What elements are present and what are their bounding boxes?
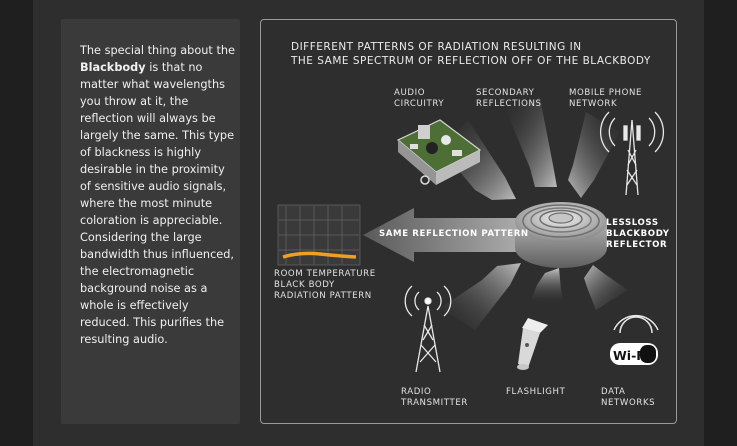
description-body: is that no matter what wavelengths you t… [80, 61, 235, 346]
blackbody-reflector-label: LESSLOSS BLACKBODY REFLECTOR [606, 218, 670, 250]
room-temperature-graph [277, 204, 361, 266]
data-networks-label: DATA NETWORKS [601, 387, 656, 408]
data-arrow [584, 265, 628, 310]
cell-tower-icon [600, 111, 664, 196]
audio-circuitry-label: AUDIO CIRCUITRY [394, 88, 445, 109]
circuit-board-icon [396, 119, 482, 185]
flashlight-arrow [531, 268, 565, 305]
wifi-icon: Wi-Fi [610, 314, 659, 365]
flashlight-label: FLASHLIGHT [506, 387, 566, 397]
reflection-arrow [363, 208, 516, 262]
mobile-arrow [568, 112, 620, 198]
wifi-logo-text: Wi-Fi [613, 348, 649, 363]
description-panel [61, 19, 240, 424]
diagram-title-line2: THE SAME SPECTRUM OF REFLECTION OFF OF T… [291, 55, 651, 67]
flashlight-icon [517, 318, 548, 370]
description-intro: The special thing about the [80, 44, 235, 57]
radio-arrow [440, 263, 521, 330]
secondary-arrow [505, 98, 557, 187]
radio-transmitter-label: RADIO TRANSMITTER [401, 387, 468, 408]
blackbody-term: Blackbody [80, 61, 146, 74]
secondary-reflections-label: SECONDARY REFLECTIONS [476, 88, 542, 109]
same-reflection-pattern-label: SAME REFLECTION PATTERN [379, 229, 529, 239]
description-text: The special thing about the Blackbody is… [80, 42, 238, 348]
radiation-pattern-curve [282, 251, 357, 259]
radio-tower-icon [404, 285, 452, 373]
blackbody-reflector [515, 202, 607, 268]
diagram-title-line1: DIFFERENT PATTERNS OF RADIATION RESULTIN… [291, 41, 582, 53]
room-temperature-label: ROOM TEMPERATURE BLACK BODY RADIATION PA… [274, 269, 376, 301]
mobile-phone-network-label: MOBILE PHONE NETWORK [569, 88, 643, 109]
